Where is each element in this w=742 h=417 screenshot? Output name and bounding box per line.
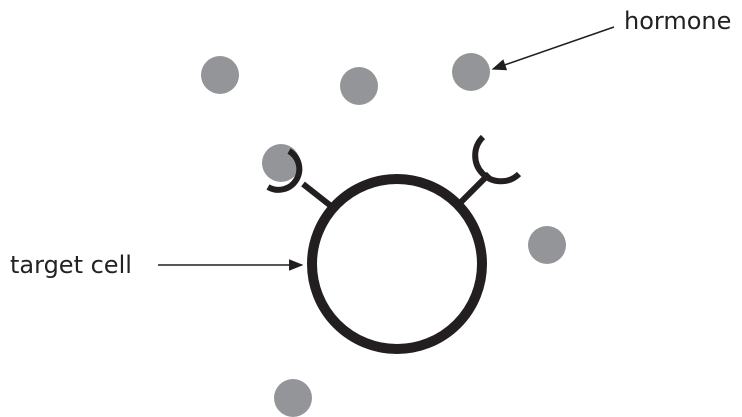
receptor-stalk-left: [303, 184, 331, 206]
bound-hormone-molecule: [262, 144, 300, 182]
hormone-molecule: [201, 56, 239, 94]
hormone-molecule: [528, 226, 566, 264]
hormone-molecule: [340, 67, 378, 105]
hormone-molecule: [452, 53, 490, 91]
hormone-arrow: [493, 27, 614, 69]
hormone-label: hormone: [624, 7, 731, 35]
receptor-cup-right: [475, 137, 519, 181]
target-cell: [312, 179, 482, 349]
hormone-molecule: [274, 379, 312, 417]
target-cell-label: target cell: [10, 251, 132, 279]
